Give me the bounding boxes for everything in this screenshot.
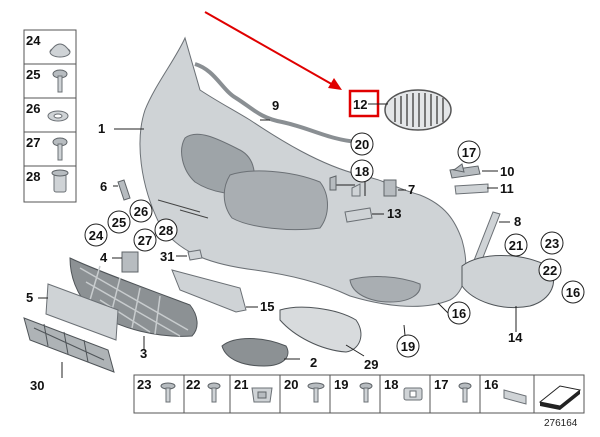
screw-icon — [207, 382, 221, 403]
legend-bottom: 23 22 21 20 19 18 17 — [133, 374, 585, 414]
callout-24: 24 — [89, 228, 104, 243]
callout-3: 3 — [140, 346, 147, 361]
bracket-6 — [117, 179, 131, 201]
circled-callouts: 20 18 17 21 23 22 16 16 19 26 25 24 28 2… — [84, 132, 585, 358]
callout-23: 23 — [545, 236, 559, 251]
cover-13 — [344, 207, 373, 223]
bracket-7 — [383, 179, 397, 197]
callout-15: 15 — [260, 299, 274, 314]
callout-29: 29 — [364, 357, 378, 372]
clip-nut-icon — [251, 387, 273, 403]
push-rivet-icon — [307, 382, 325, 403]
bracket-10 — [449, 165, 481, 179]
lower-grille-mesh — [79, 265, 189, 337]
callout-6: 6 — [100, 179, 107, 194]
callout-5: 5 — [26, 290, 33, 305]
callout-4: 4 — [100, 250, 108, 265]
legend-num-16: 16 — [484, 377, 498, 392]
legend-num-17: 17 — [434, 377, 448, 392]
callout-7: 7 — [408, 182, 415, 197]
callout-28: 28 — [159, 223, 173, 238]
kidney-grille — [384, 89, 452, 131]
callout-19: 19 — [401, 339, 415, 354]
legend-num-20: 20 — [284, 377, 298, 392]
leader-lines — [38, 103, 517, 378]
callout-9: 9 — [272, 98, 279, 113]
legend-num-21: 21 — [234, 377, 248, 392]
fastener-graphics — [157, 163, 465, 219]
bumper-fog-opening — [349, 276, 421, 303]
reinforcement-15 — [171, 269, 247, 313]
callout-13: 13 — [387, 206, 401, 221]
callout-12: 12 — [353, 97, 367, 112]
callout-30: 30 — [30, 378, 44, 393]
callout-22: 22 — [543, 263, 557, 278]
legend-num-24: 24 — [26, 33, 41, 48]
bumper-cover — [139, 36, 467, 307]
washer-icon — [47, 110, 69, 122]
legend-num-18: 18 — [384, 377, 398, 392]
wedge-icon — [538, 385, 582, 410]
cap-plug-icon — [49, 43, 71, 58]
screw-icon — [52, 69, 68, 93]
callout-1: 1 — [98, 121, 105, 136]
legend-num-25: 25 — [26, 67, 40, 82]
license-plate-base-5 — [45, 283, 119, 341]
callout-27: 27 — [138, 233, 152, 248]
callout-8: 8 — [514, 214, 521, 229]
spreader-nut-icon — [51, 169, 69, 193]
callout-17: 17 — [462, 145, 476, 160]
bracket-4 — [121, 251, 139, 273]
upper-trim-strip — [194, 62, 359, 144]
callout-2: 2 — [310, 355, 317, 370]
bumper-center-intake — [223, 170, 328, 230]
screw-washer-icon — [52, 137, 68, 161]
callout-14: 14 — [508, 330, 523, 345]
callout-10: 10 — [500, 164, 514, 179]
callout-25: 25 — [112, 215, 126, 230]
lattice-bracket-30 — [23, 317, 115, 373]
fog-grille-2 — [221, 338, 289, 367]
bracket-31 — [187, 249, 203, 261]
highlight-arrow — [204, 11, 342, 90]
fog-grille-29 — [279, 306, 362, 353]
legend-num-26: 26 — [26, 101, 40, 116]
callout-21: 21 — [509, 238, 523, 253]
callout-26: 26 — [134, 204, 148, 219]
air-duct-14 — [461, 255, 554, 309]
clip-icon — [403, 387, 423, 401]
legend-num-19: 19 — [334, 377, 348, 392]
spring-clip-icon — [503, 389, 527, 405]
callout-20: 20 — [355, 137, 369, 152]
legend-num-22: 22 — [186, 377, 200, 392]
legend-num-23: 23 — [137, 377, 151, 392]
push-rivet-icon — [160, 382, 176, 403]
callout-18: 18 — [355, 164, 369, 179]
callout-16-center: 16 — [452, 306, 466, 321]
legend-num-27: 27 — [26, 135, 40, 150]
callout-16-right: 16 — [566, 285, 580, 300]
legend-num-28: 28 — [26, 169, 40, 184]
callout-11: 11 — [500, 181, 514, 196]
legend-left: 24 25 26 27 28 — [23, 29, 77, 203]
screw-icon — [359, 382, 373, 403]
bracket-11 — [454, 183, 489, 195]
screw-icon — [458, 382, 472, 403]
diagram-id: 276164 — [544, 418, 578, 429]
callout-31: 31 — [160, 249, 174, 264]
